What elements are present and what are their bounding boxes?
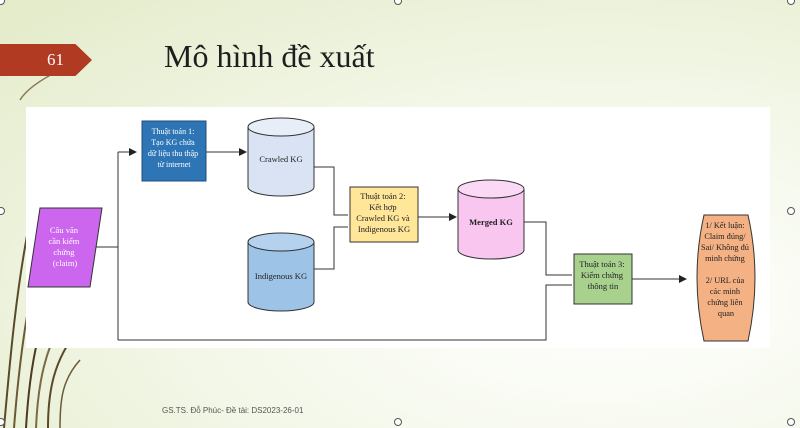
indigenous-kg-label: Indigenous KG [255, 271, 307, 281]
connector-merged-to-algo3 [522, 221, 572, 276]
resize-handle-middle-right[interactable] [787, 207, 795, 215]
algo1-line-3: dữ liệu thu thập [148, 149, 198, 158]
claim-line-2: cần kiểm [48, 236, 79, 246]
connector-bottom-loop [118, 284, 572, 341]
algo2-line-3: Crawled KG và [356, 213, 410, 223]
indigenous-kg-node: Indigenous KG [247, 232, 315, 312]
resize-handle-bottom-center[interactable] [394, 418, 402, 426]
claim-line-1: Câu văn [50, 225, 79, 235]
algo3-line-2: Kiểm chứng [581, 270, 624, 280]
resize-handle-top-left[interactable] [0, 0, 5, 5]
svg-text:Thuật toán 1: Tạo KG c: Thuật toán 1: Tạo KG chứa dữ liệu thu th… [148, 127, 200, 169]
crawled-kg-node: Crawled KG [247, 117, 315, 197]
result-line-2: Claim đúng/ [704, 232, 746, 241]
algo1-line-2: Tạo KG chứa [151, 138, 195, 147]
connector-indigenous-to-algo2 [314, 226, 348, 270]
algo2-node: Thuật toán 2: Kết hợp Crawled KG và Indi… [349, 186, 419, 243]
algo2-line-4: Indigenous KG [358, 224, 410, 234]
svg-text:Câu văn cần kiểm: Câu văn cần kiểm chứng (claim) [48, 225, 81, 268]
resize-handle-bottom-right[interactable] [787, 418, 795, 426]
algo1-line-1: Thuật toán 1: [152, 127, 195, 136]
algo3-node: Thuật toán 3: Kiểm chứng thông tin [573, 253, 633, 305]
algo2-line-1: Thuật toán 2: [360, 191, 405, 201]
algo2-line-2: Kết hợp [369, 202, 396, 212]
diagram-panel: Câu văn cần kiểm chứng (claim) Thuật toá… [26, 107, 770, 348]
result-line-4: minh chứng [705, 254, 745, 263]
result-line-7: các minh [710, 287, 741, 296]
slide-title: Mô hình đề xuất [164, 38, 375, 74]
resize-handle-middle-left[interactable] [0, 207, 5, 215]
crawled-kg-label: Crawled KG [259, 154, 302, 164]
merged-kg-label: Merged KG [469, 217, 513, 227]
resize-handle-bottom-left[interactable] [0, 418, 5, 426]
svg-text:Thuật toán 3: Kiểm chứ: Thuật toán 3: Kiểm chứng thông tin [579, 259, 626, 291]
claim-line-3: chứng [53, 247, 75, 257]
connector-crawled-to-algo2 [314, 166, 348, 216]
result-node: 1/ Kết luận: Claim đúng/ Sai/ Không đủ m… [696, 214, 756, 342]
result-line-8: chứng liên [707, 298, 743, 307]
resize-handle-top-center[interactable] [394, 0, 402, 5]
slide-number-badge: 61 [0, 44, 92, 76]
resize-handle-top-right[interactable] [787, 0, 795, 5]
algo3-line-3: thông tin [588, 281, 619, 291]
result-line-9: quan [718, 309, 735, 318]
footer-text: GS.TS. Đỗ Phúc- Đề tài: DS2023-26-01 [162, 406, 304, 415]
algo1-node: Thuật toán 1: Tạo KG chứa dữ liệu thu th… [141, 120, 207, 182]
result-line-3: Sai/ Không đủ [701, 243, 749, 252]
svg-text:Thuật toán 2: Kết hợp: Thuật toán 2: Kết hợp Crawled KG và Indi… [356, 191, 411, 234]
flow-diagram: Câu văn cần kiểm chứng (claim) Thuật toá… [27, 117, 756, 342]
algo1-line-4: từ internet [158, 160, 192, 169]
result-line-1: 1/ Kết luận: [705, 221, 744, 230]
slide-number: 61 [47, 50, 64, 69]
svg-text:1/ Kết luận: Claim đún: 1/ Kết luận: Claim đúng/ Sai/ Không đủ m… [701, 221, 751, 318]
result-line-6: 2/ URL của [706, 276, 745, 285]
claim-line-4: (claim) [53, 258, 78, 268]
merged-kg-node: Merged KG [457, 179, 525, 260]
algo3-line-1: Thuật toán 3: [579, 259, 624, 269]
claim-node: Câu văn cần kiểm chứng (claim) [27, 207, 103, 288]
